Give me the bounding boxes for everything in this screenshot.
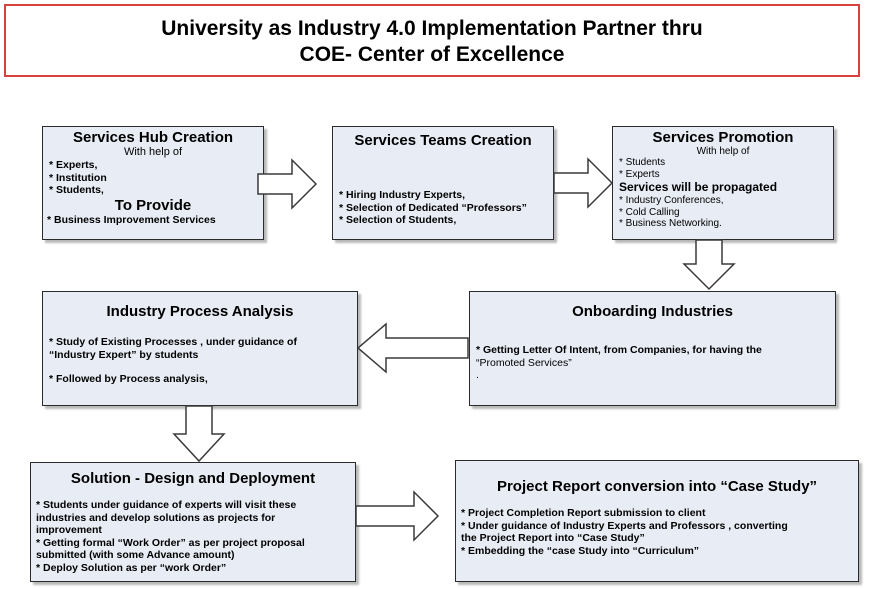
text-line: * Followed by Process analysis, — [49, 373, 208, 385]
list-item: * Experts — [619, 168, 660, 180]
onboarding-industries-box: Onboarding Industries * Getting Letter O… — [469, 291, 836, 406]
list-item: * Students — [619, 157, 666, 168]
list-item: * Selection of Students, — [339, 214, 457, 226]
text-line: * Getting formal “Work Order” as per pro… — [36, 536, 305, 549]
list-item: * Experts, — [49, 159, 98, 171]
right-arrow-icon — [257, 158, 318, 210]
box-heading: Services Hub Creation — [72, 129, 234, 146]
box-heading: Services Promotion — [652, 129, 794, 146]
services-hub-creation-box: Services Hub Creation With help of * Exp… — [42, 126, 264, 240]
text-line: . — [476, 369, 479, 381]
text-line: improvement — [36, 524, 102, 536]
list-item: * Institution — [49, 171, 107, 184]
box-heading: Industry Process Analysis — [106, 303, 294, 320]
text-line: submitted (with some Advance amount) — [36, 549, 235, 561]
text-line: the Project Report into “Case Study” — [461, 532, 645, 544]
box-subheading: With help of — [123, 146, 183, 158]
list-item: * Industry Conferences, — [619, 195, 724, 206]
services-promotion-box: Services Promotion With help of * Studen… — [612, 126, 834, 240]
down-arrow-icon — [172, 405, 226, 463]
diagram-title-line-1: University as Industry 4.0 Implementatio… — [161, 17, 703, 40]
text-line: * Study of Existing Processes , under gu… — [49, 336, 297, 348]
project-report-case-study-box: Project Report conversion into “Case Stu… — [455, 460, 859, 582]
services-teams-creation-box: Services Teams Creation * Hiring Industr… — [332, 126, 554, 240]
left-arrow-icon — [356, 322, 469, 374]
list-item: * Business Networking. — [619, 218, 722, 229]
right-arrow-icon — [553, 157, 614, 209]
list-item: * Cold Calling — [619, 206, 680, 218]
box-heading: Services Teams Creation — [354, 132, 532, 149]
box-subheading: With help of — [696, 146, 750, 157]
propagate-heading: Services will be propagated — [619, 180, 778, 194]
text-line: “Promoted Services” — [476, 356, 572, 369]
text-line: * Getting Letter Of Intent, from Compani… — [476, 344, 762, 356]
box-heading: Onboarding Industries — [572, 303, 733, 320]
box-heading: Project Report conversion into “Case Stu… — [496, 478, 818, 495]
list-item: * Students, — [49, 184, 104, 196]
text-line: * Students under guidance of experts wil… — [36, 499, 297, 511]
down-arrow-icon — [682, 239, 736, 291]
list-item: * Business Improvement Services — [47, 213, 216, 226]
diagram-title-line-2: COE- Center of Excellence — [299, 43, 565, 66]
list-item: * Hiring Industry Experts, — [339, 189, 466, 201]
industry-process-analysis-box: Industry Process Analysis * Study of Exi… — [42, 291, 358, 406]
text-line: * Deploy Solution as per “work Order” — [36, 561, 227, 574]
text-line: industries and develop solutions as proj… — [36, 511, 276, 524]
text-line: * Project Completion Report submission t… — [461, 507, 706, 519]
list-item: * Selection of Dedicated “Professors” — [339, 201, 527, 214]
title-box: University as Industry 4.0 Implementatio… — [4, 4, 860, 77]
solution-design-deployment-box: Solution - Design and Deployment * Stude… — [30, 462, 356, 582]
box-heading: Solution - Design and Deployment — [70, 470, 316, 487]
text-line: “Industry Expert” by students — [49, 348, 199, 361]
text-line: * Embedding the “case Study into “Curric… — [461, 544, 700, 557]
right-arrow-icon — [355, 490, 440, 542]
text-line: * Under guidance of Industry Experts and… — [461, 519, 788, 532]
provide-heading: To Provide — [114, 196, 192, 214]
